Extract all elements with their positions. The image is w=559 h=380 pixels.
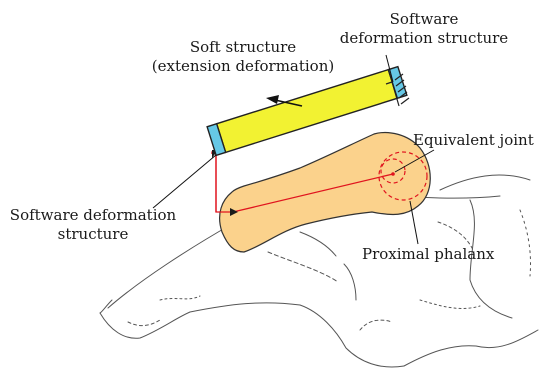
soft-structure-label-line1: Soft structure — [133, 38, 353, 57]
proximal-phalanx-bone — [220, 133, 431, 252]
soft-structure-label: Soft structure (extension deformation) — [133, 38, 353, 76]
software-deformation-left-line2: structure — [8, 225, 178, 244]
software-deformation-left-label: Software deformation structure — [8, 206, 178, 244]
equivalent-joint-label: Equivalent joint — [413, 131, 534, 150]
software-deformation-top-label: Software deformation structure — [324, 10, 524, 48]
soft-structure-label-line2: (extension deformation) — [133, 57, 353, 76]
software-deformation-top-line1: Software — [324, 10, 524, 29]
software-deformation-top-line2: deformation structure — [324, 29, 524, 48]
proximal-phalanx-label: Proximal phalanx — [362, 245, 494, 264]
software-deformation-left-line1: Software deformation — [8, 206, 178, 225]
